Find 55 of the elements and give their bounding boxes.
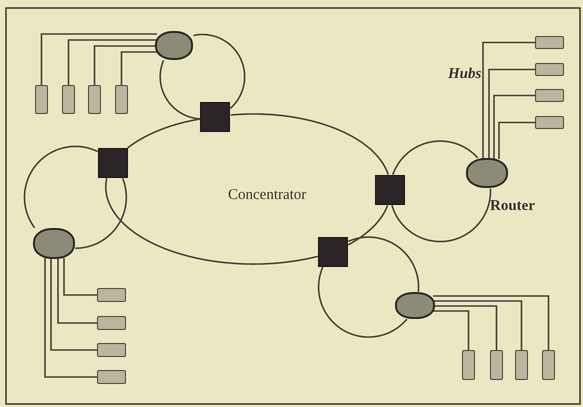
network-link <box>392 140 478 176</box>
host-terminal <box>490 350 503 380</box>
hub-square <box>375 175 405 205</box>
host-terminal <box>97 316 126 330</box>
network-link <box>433 300 522 350</box>
network-link <box>391 188 492 242</box>
network-link <box>433 310 470 350</box>
host-terminal <box>35 85 48 114</box>
router-node <box>33 228 75 259</box>
host-terminal <box>97 370 126 384</box>
hub-square <box>98 148 128 178</box>
host-terminal <box>462 350 475 380</box>
host-terminal <box>535 89 564 102</box>
router-node <box>466 158 508 188</box>
network-link <box>74 178 128 249</box>
host-terminal <box>535 36 564 49</box>
network-link <box>318 266 408 338</box>
network-link <box>488 68 535 159</box>
network-link <box>493 94 535 159</box>
network-link <box>482 42 535 159</box>
node-caption: Router <box>490 198 535 215</box>
network-link <box>44 258 97 378</box>
host-terminal <box>97 343 126 357</box>
network-link <box>40 33 157 85</box>
network-link <box>498 122 535 159</box>
host-terminal <box>97 288 126 302</box>
host-terminal <box>515 350 528 380</box>
host-terminal <box>535 116 564 129</box>
network-link <box>120 51 157 85</box>
diagram-label: Hubs <box>448 66 482 83</box>
host-terminal <box>62 85 75 114</box>
network-link <box>348 204 388 246</box>
router-node <box>155 31 193 60</box>
network-link <box>105 178 318 265</box>
network-link <box>63 258 97 296</box>
network-link <box>193 34 246 109</box>
diagram-label: Concentrator <box>228 187 306 204</box>
network-link <box>50 258 97 351</box>
network-link <box>24 146 98 228</box>
network-link <box>433 295 550 350</box>
network-link <box>94 45 157 85</box>
network-link <box>159 60 200 120</box>
host-terminal <box>535 63 564 76</box>
hub-square <box>318 237 348 267</box>
network-link <box>230 113 389 175</box>
network-link <box>433 305 498 350</box>
router-node <box>395 292 435 319</box>
network-link <box>57 258 97 324</box>
hub-square <box>200 102 230 132</box>
host-terminal <box>88 85 101 114</box>
network-link <box>68 39 157 85</box>
network-link <box>127 118 200 149</box>
host-terminal <box>542 350 555 380</box>
network-link <box>348 236 420 292</box>
host-terminal <box>115 85 128 114</box>
